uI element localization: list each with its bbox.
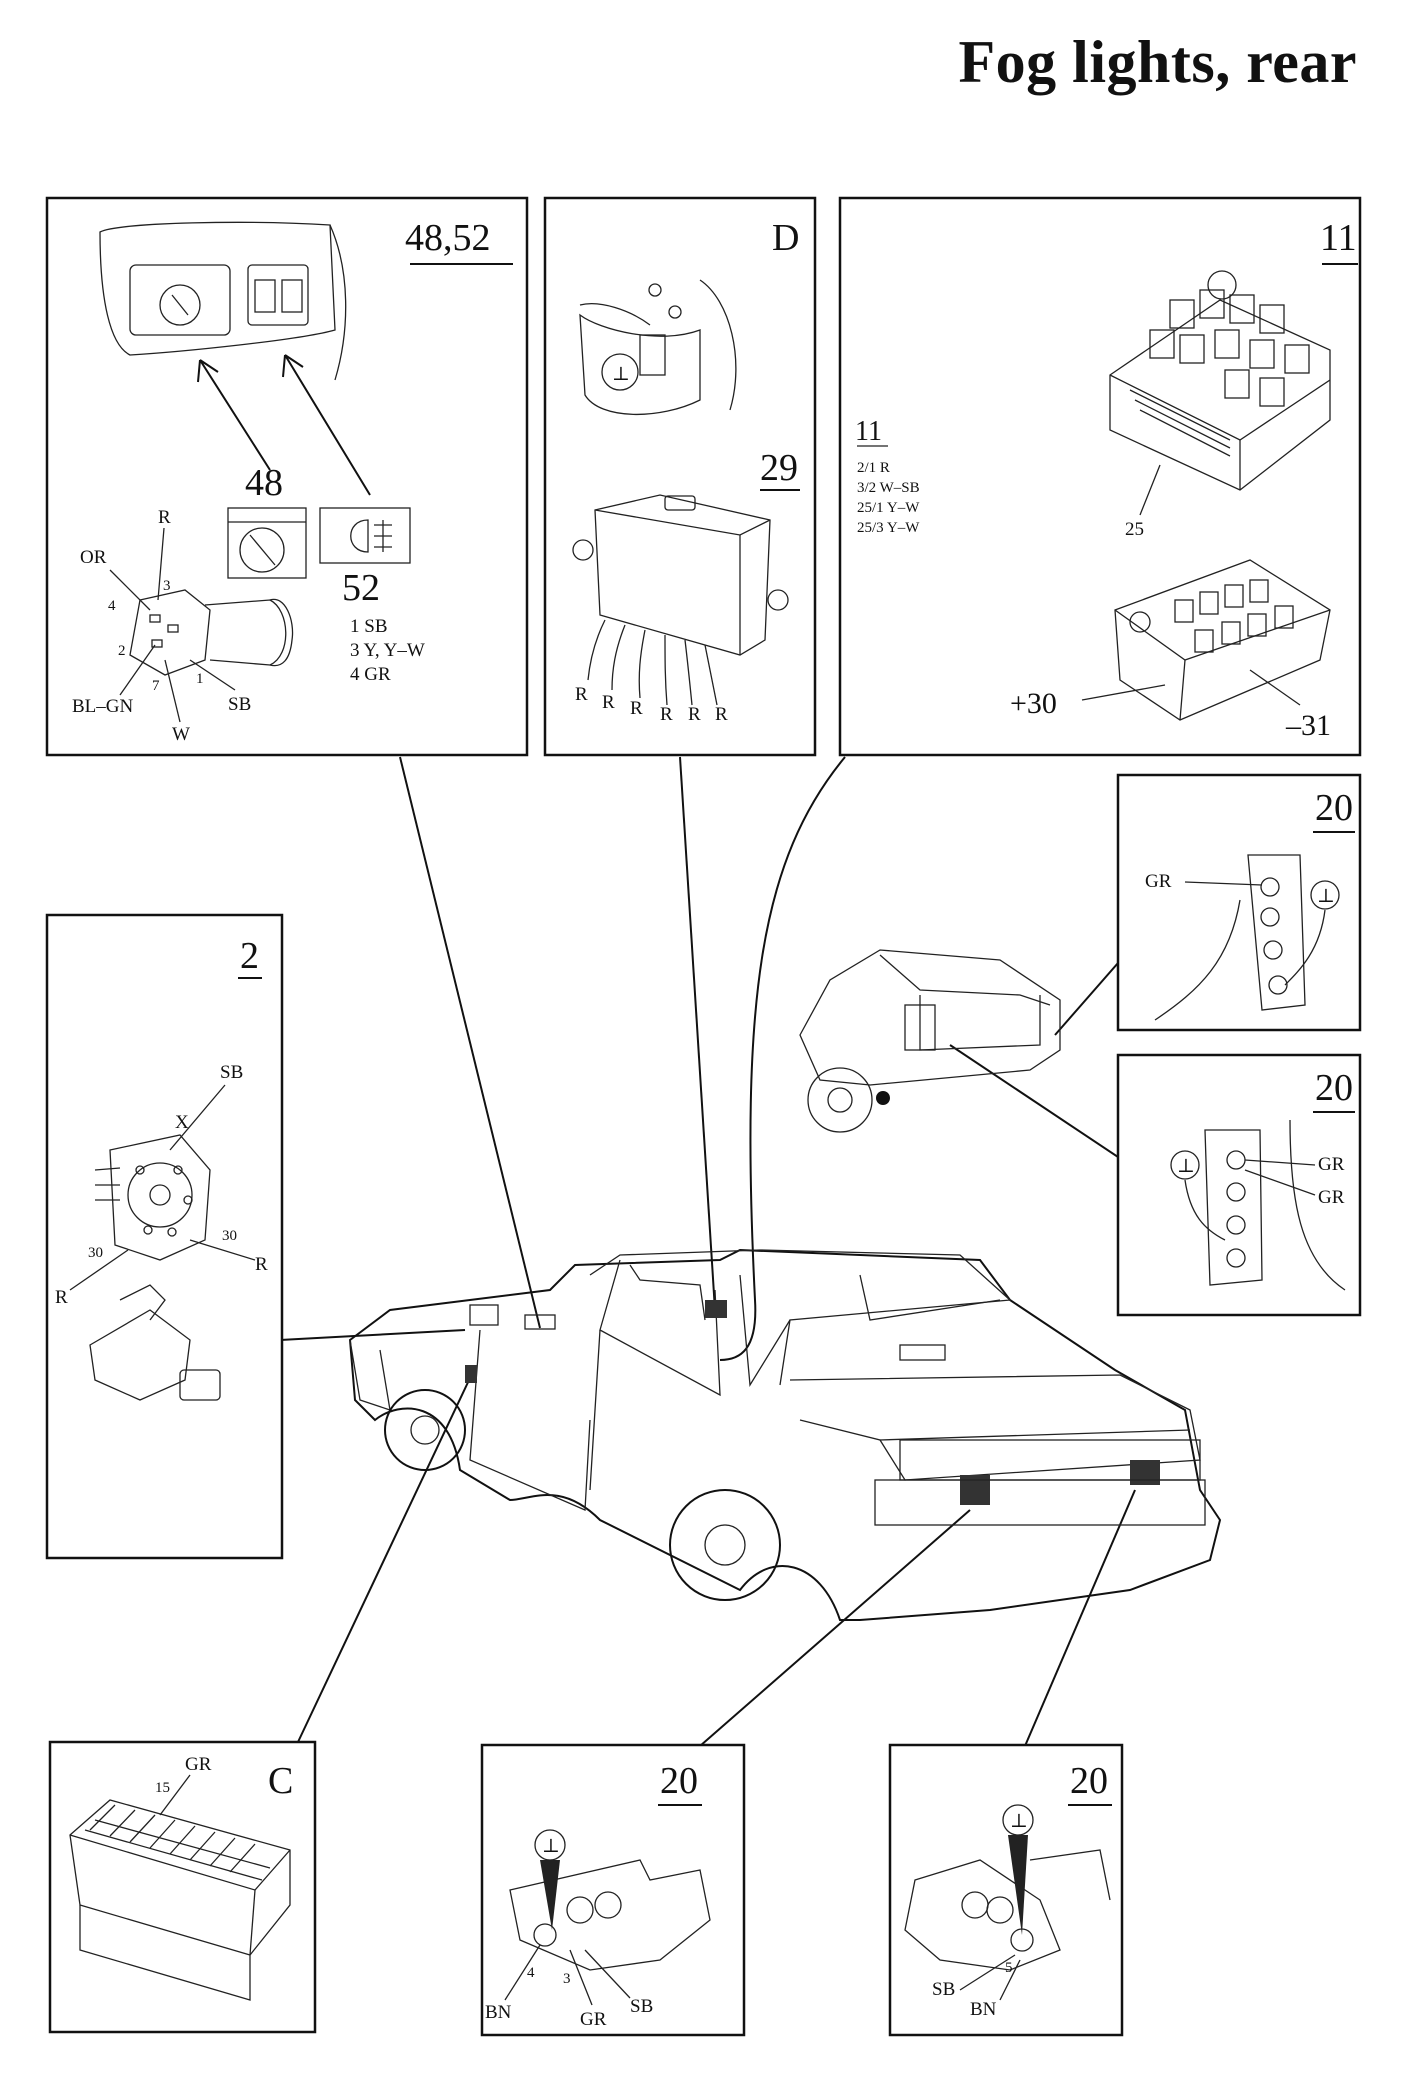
pin-4: 4 bbox=[108, 598, 116, 614]
list-item: 25/3 Y–W bbox=[857, 520, 920, 536]
dashboard-outline bbox=[99, 221, 336, 356]
wire-r-1: R bbox=[575, 684, 588, 705]
panel-number: 20 bbox=[1070, 1760, 1108, 1802]
wire-sb: SB bbox=[228, 694, 251, 715]
pin-30-a: 30 bbox=[88, 1245, 103, 1261]
wire-gr-1: GR bbox=[1318, 1154, 1345, 1175]
relay-box bbox=[1109, 299, 1331, 491]
panel-letter: C bbox=[268, 1760, 293, 1802]
wire-or: OR bbox=[80, 547, 107, 568]
key-cylinder bbox=[89, 1309, 191, 1401]
pin-4: 4 bbox=[527, 1965, 535, 1981]
wire-r-3: R bbox=[630, 698, 643, 719]
label-minus31: –31 bbox=[1285, 709, 1331, 742]
wire-bn: BN bbox=[485, 2002, 512, 2023]
wire-r-2: R bbox=[255, 1254, 268, 1275]
wire-bn: BN bbox=[970, 1999, 997, 2020]
wire-r: R bbox=[158, 507, 171, 528]
ignition-switch bbox=[109, 1134, 211, 1261]
switch-52-label: 52 bbox=[342, 567, 380, 609]
ground-symbol: ⊥ bbox=[542, 1836, 560, 1857]
panel-20-d: 20 ⊥ 5 SB BN bbox=[888, 1743, 1124, 2037]
label-plus30: +30 bbox=[1010, 687, 1057, 720]
panel-d-29: D ⊥ 29 R R R R R R bbox=[543, 196, 817, 757]
list-item: 2/1 R bbox=[857, 460, 890, 476]
wire-gr: GR bbox=[1145, 871, 1172, 892]
ground-symbol: ⊥ bbox=[1177, 1156, 1195, 1177]
wire-sb: SB bbox=[220, 1062, 243, 1083]
wire-gr-2: GR bbox=[1318, 1187, 1345, 1208]
wire-r-2: R bbox=[602, 692, 615, 713]
pin-1: 1 bbox=[196, 671, 204, 687]
wire-r-1: R bbox=[55, 1287, 68, 1308]
rear-car-sketch bbox=[799, 949, 1061, 1133]
tail-lamp bbox=[1247, 854, 1306, 1011]
wire-sb: SB bbox=[630, 1996, 653, 2017]
ground-symbol: ⊥ bbox=[1317, 886, 1335, 907]
label-x: X bbox=[175, 1112, 189, 1133]
panel-number: 20 bbox=[1315, 787, 1353, 829]
panel-number: 2 bbox=[240, 935, 259, 977]
pin-3: 3 bbox=[163, 578, 171, 594]
list-item: 3/2 W–SB bbox=[857, 480, 920, 496]
wire-sb: SB bbox=[932, 1979, 955, 2000]
list-title: 11 bbox=[855, 416, 882, 447]
list-item: 25/1 Y–W bbox=[857, 500, 920, 516]
pin-3: 3 bbox=[563, 1971, 571, 1987]
panel-11: 11 11 2/1 R 3/2 W–SB 25/1 Y–W 25/3 Y–W 2… bbox=[838, 196, 1362, 757]
wire-bl-gn: BL–GN bbox=[72, 696, 134, 717]
conn-52-line-1: 1 SB bbox=[350, 616, 388, 637]
wire-gr: GR bbox=[185, 1754, 212, 1775]
wire-r-5: R bbox=[688, 704, 701, 725]
panel-number: 48,52 bbox=[405, 217, 491, 259]
control-module bbox=[594, 494, 771, 656]
ground-symbol: ⊥ bbox=[1010, 1811, 1028, 1832]
wire-r-6: R bbox=[715, 704, 728, 725]
switch-48-label: 48 bbox=[245, 462, 283, 504]
module-number: 29 bbox=[760, 447, 798, 489]
panel-number: 20 bbox=[660, 1760, 698, 1802]
main-car bbox=[348, 1248, 1222, 1621]
wire-r-4: R bbox=[660, 704, 673, 725]
pin-30-b: 30 bbox=[222, 1228, 237, 1244]
panel-48-52: 48,52 48 52 1 SB 3 Y, Y–W 4 GR bbox=[45, 196, 529, 757]
ground-symbol: ⊥ bbox=[612, 364, 630, 385]
conn-52-line-3: 4 GR bbox=[350, 664, 391, 685]
panel-number: 11 bbox=[1320, 217, 1357, 259]
fuse-box bbox=[1114, 559, 1331, 721]
conn-52-line-2: 3 Y, Y–W bbox=[350, 640, 425, 661]
panel-c: C GR 15 bbox=[48, 1740, 317, 2034]
panel-number: 20 bbox=[1315, 1067, 1353, 1109]
wire-w: W bbox=[172, 724, 190, 745]
wire-gr: GR bbox=[580, 2009, 607, 2030]
switch-connector bbox=[129, 589, 211, 676]
panel-letter: D bbox=[772, 217, 799, 259]
pin-5: 5 bbox=[1005, 1960, 1013, 1976]
pin-2: 2 bbox=[118, 643, 126, 659]
panel-20-a: 20 GR ⊥ bbox=[1116, 773, 1362, 1032]
panel-20-c: 20 ⊥ 4 3 BN GR SB bbox=[480, 1743, 746, 2037]
panel-2: 2 SB X 30 30 R R bbox=[45, 913, 284, 1560]
pin-7: 7 bbox=[152, 678, 160, 694]
tail-lamp bbox=[1204, 1129, 1263, 1286]
label-25: 25 bbox=[1125, 519, 1144, 540]
panel-20-b: 20 ⊥ GR GR bbox=[1116, 1053, 1362, 1317]
pin-15: 15 bbox=[155, 1780, 170, 1796]
leader-lines bbox=[279, 756, 1136, 1747]
page-title: Fog lights, rear bbox=[958, 29, 1357, 95]
